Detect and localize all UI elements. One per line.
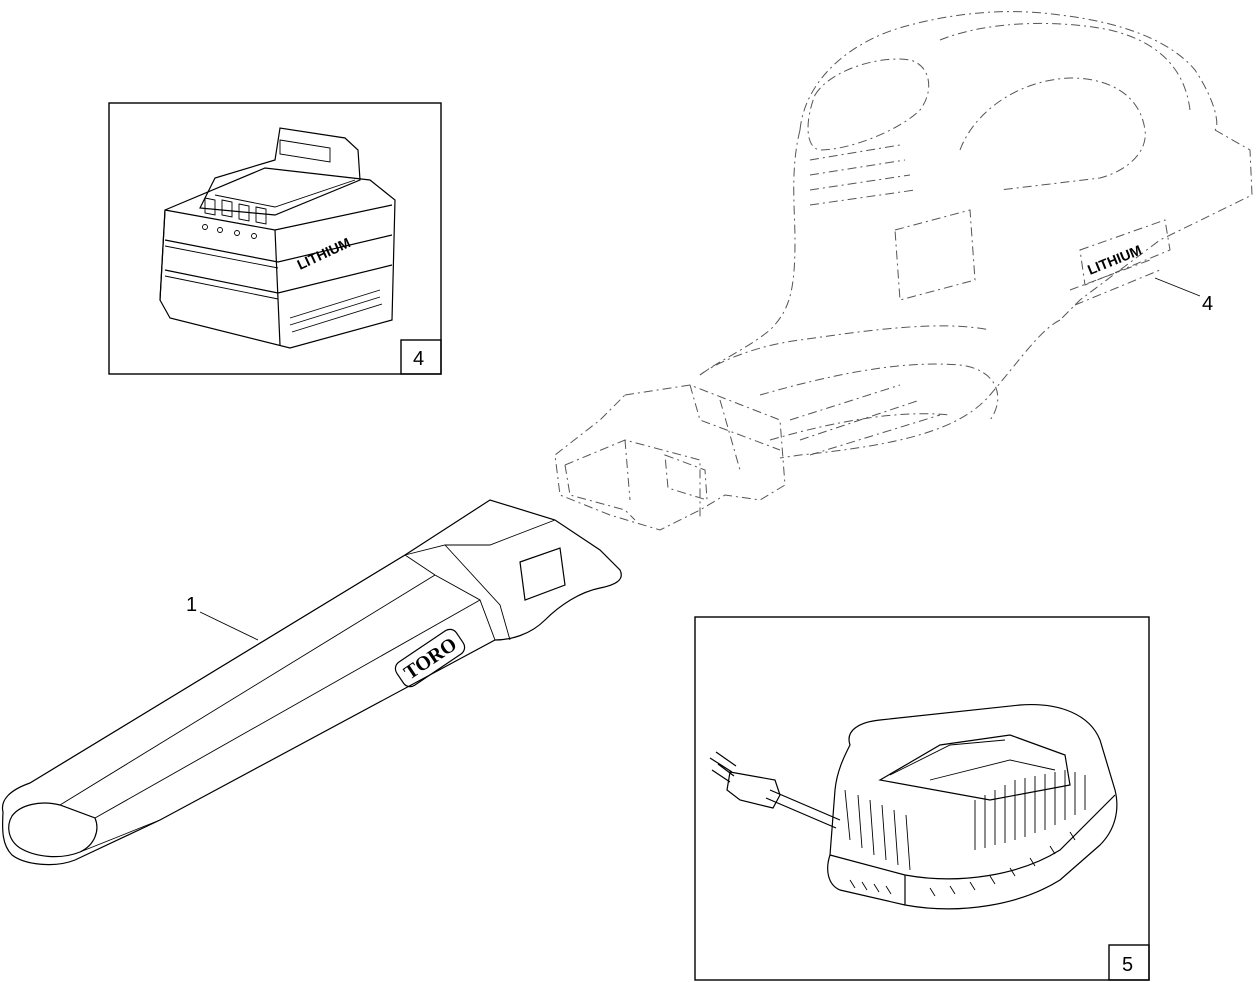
blower-body [554,11,1253,531]
callout-1-number: 1 [186,594,197,616]
charger-inset: 5 [694,616,1150,981]
battery-charger [709,703,1118,910]
battery-inset: 4 LITHIUM [108,102,442,375]
callout-4-main: 4 LITHIUM [1085,242,1213,315]
battery-inset-marking: LITHIUM [295,234,353,272]
blower-battery-marking: LITHIUM [1085,242,1144,278]
charger-inset-callout: 5 [1122,954,1133,976]
blower-tube: TORO [1,499,622,866]
callout-1: 1 [186,594,259,641]
battery-pack: LITHIUM [159,127,396,349]
toro-logo: TORO [394,628,466,688]
callout-4-main-number: 4 [1202,293,1213,315]
battery-inset-callout: 4 [413,348,424,370]
